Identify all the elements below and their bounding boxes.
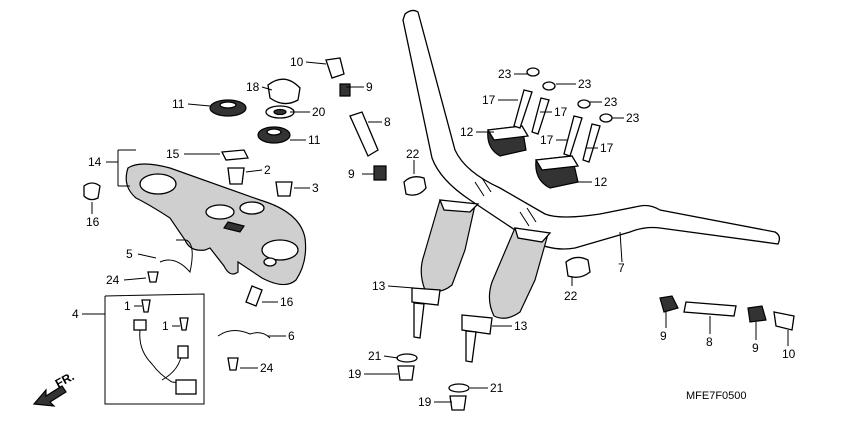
callout-23: 23 xyxy=(498,67,512,81)
fork-washers-drawing xyxy=(396,256,591,411)
holder-bolts-drawing xyxy=(513,67,613,163)
top-bridge-drawing xyxy=(125,163,307,286)
callout-24: 24 xyxy=(106,273,120,287)
handlebar-holder-lower-drawing xyxy=(534,155,580,189)
callout-12: 12 xyxy=(460,125,474,139)
callout-17: 17 xyxy=(600,141,614,155)
callout-23: 23 xyxy=(578,77,592,91)
callout-20: 20 xyxy=(312,105,326,119)
callout-18: 18 xyxy=(246,80,260,94)
callout-12: 12 xyxy=(594,175,608,189)
callout-6: 6 xyxy=(288,329,295,343)
small-parts-left-drawing xyxy=(83,57,427,371)
leader-lines xyxy=(82,61,789,403)
diagram-code: MFE7F0500 xyxy=(686,390,747,402)
callout-13: 13 xyxy=(372,279,386,293)
callout-21: 21 xyxy=(490,381,504,395)
callout-24: 24 xyxy=(260,361,274,375)
switch-harness-drawing xyxy=(104,293,205,405)
callout-5: 5 xyxy=(126,247,133,261)
callout-22: 22 xyxy=(406,147,420,161)
callout-4: 4 xyxy=(72,307,79,321)
callout-8: 8 xyxy=(384,115,391,129)
callout-21: 21 xyxy=(368,349,382,363)
callout-11: 11 xyxy=(308,133,321,147)
fork-tube-right-drawing xyxy=(461,227,552,363)
callout-23: 23 xyxy=(604,95,618,109)
callout-3: 3 xyxy=(312,181,319,195)
fork-tube-left-drawing xyxy=(411,199,480,339)
callout-9: 9 xyxy=(348,167,355,181)
callout-9: 9 xyxy=(366,80,373,94)
callout-8: 8 xyxy=(706,335,713,349)
callout-17: 17 xyxy=(482,93,496,107)
callout-7: 7 xyxy=(618,261,625,275)
callout-23: 23 xyxy=(626,111,640,125)
handlebar-holder-upper-drawing xyxy=(486,125,530,157)
callout-9: 9 xyxy=(660,329,667,343)
callout-17: 17 xyxy=(554,105,568,119)
callout-10: 10 xyxy=(290,55,304,69)
callout-13: 13 xyxy=(514,319,528,333)
callout-labels: 10 9 18 20 11 11 8 2 3 15 14 16 22 9 5 2… xyxy=(72,55,796,409)
callout-9: 9 xyxy=(752,341,759,355)
callout-2: 2 xyxy=(264,163,271,177)
callout-17: 17 xyxy=(540,133,554,147)
bar-end-parts-drawing xyxy=(659,295,795,331)
callout-14: 14 xyxy=(88,155,102,169)
callout-1: 1 xyxy=(124,299,131,313)
front-direction-arrow: FR. xyxy=(32,369,77,407)
callout-19: 19 xyxy=(418,395,432,409)
callout-11: 11 xyxy=(172,97,185,111)
callout-22: 22 xyxy=(564,289,578,303)
callout-10: 10 xyxy=(782,347,796,361)
callout-15: 15 xyxy=(166,147,180,161)
callout-16: 16 xyxy=(86,215,100,229)
direction-label: FR. xyxy=(53,369,77,390)
callout-1: 1 xyxy=(162,319,169,333)
callout-16: 16 xyxy=(280,295,294,309)
callout-19: 19 xyxy=(348,367,362,381)
